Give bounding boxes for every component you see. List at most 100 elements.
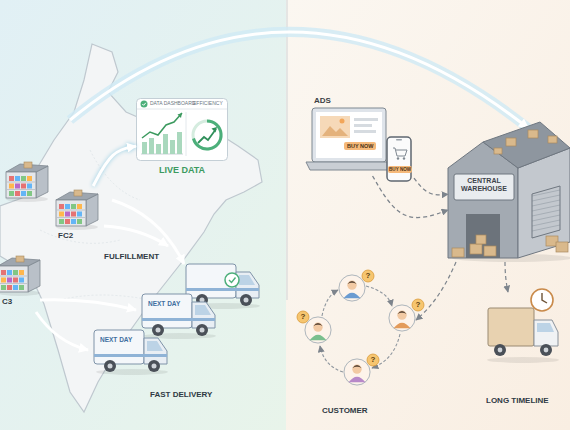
dashboard-card-graphic	[170, 140, 175, 154]
dashboard-card-graphic	[149, 138, 154, 154]
section-label: FAST DELIVERY	[150, 390, 212, 399]
delivery-truck	[498, 348, 503, 353]
node-text: ADS	[314, 96, 331, 105]
delivery-van	[229, 278, 236, 283]
dashboard-card-graphic	[212, 127, 218, 133]
fulfillment-center: FC2	[52, 186, 104, 244]
central-warehouse-graphic	[532, 200, 560, 206]
phone-ad-graphic	[387, 137, 411, 181]
node-text: EFFICIENCY	[193, 101, 223, 107]
dashboard-card-graphic	[141, 154, 183, 155]
question-mark: ?	[368, 355, 378, 364]
delivery-van-graphic	[92, 324, 170, 376]
dashboard-card-graphic	[163, 134, 168, 154]
dashboard-card-graphic	[141, 101, 148, 108]
central-warehouse-graphic	[556, 242, 568, 252]
delivery-truck	[534, 320, 558, 346]
node-text: BUY NOW	[388, 166, 412, 173]
divider-line	[287, 0, 288, 300]
central-warehouse-graphic	[532, 225, 560, 231]
node-text: FC2	[58, 231, 73, 240]
laptop-ad-graphic	[322, 126, 348, 136]
customer-person	[389, 305, 415, 331]
clock-icon	[542, 293, 547, 303]
central-warehouse-graphic	[548, 136, 557, 143]
delivery-van-graphic	[140, 288, 218, 340]
question-bubble	[297, 270, 424, 366]
node-text: CENTRAL WAREHOUSE	[456, 177, 512, 193]
node-text: NEXT DAY	[148, 300, 180, 307]
question-mark: ?	[413, 300, 423, 309]
customer-cycle-arrows	[322, 290, 338, 316]
phone-ad-graphic	[403, 157, 405, 159]
laptop-ad-graphic	[306, 162, 392, 170]
customer-person	[305, 275, 415, 385]
customer-person	[305, 317, 331, 343]
delivery-truck	[537, 323, 554, 332]
flow-connector	[93, 146, 136, 186]
delivery-truck	[487, 357, 559, 363]
clock-icon	[531, 289, 553, 311]
dashboard-card-graphic	[186, 112, 187, 156]
delivery-truck	[544, 348, 549, 353]
delivery-van	[225, 273, 239, 287]
central-warehouse-graphic	[466, 214, 500, 258]
laptop-ad-graphic	[306, 96, 392, 176]
central-warehouse-graphic	[532, 210, 560, 216]
left-panel-background	[0, 0, 286, 430]
question-bubble	[367, 354, 379, 366]
question-bubble	[412, 299, 424, 311]
phone-ad-graphic	[384, 136, 414, 182]
flow-connector	[414, 178, 448, 195]
laptop-ad-graphic	[312, 108, 386, 162]
flow-connector	[373, 176, 448, 218]
india-map	[0, 44, 262, 412]
fulfillment-center-icon	[6, 162, 48, 202]
central-warehouse-graphic	[454, 174, 514, 200]
question-bubble	[362, 270, 374, 282]
delivery-flow-arrows	[36, 312, 88, 350]
delivery-van-graphic	[142, 294, 216, 339]
central-warehouse-graphic	[528, 130, 538, 138]
central-warehouse-graphic	[476, 235, 486, 244]
central-warehouse-graphic	[532, 186, 560, 238]
central-warehouse-graphic	[532, 220, 560, 226]
central-warehouse: CENTRAL WAREHOUSE	[448, 118, 570, 260]
node-text: NEXT DAY	[100, 336, 132, 343]
question-mark: ?	[363, 271, 373, 280]
dashboard-card-graphic	[193, 121, 221, 149]
dashboard-card-graphic	[178, 113, 183, 118]
delivery-van-graphic	[94, 330, 168, 375]
central-warehouse-graphic	[506, 138, 516, 146]
dashboard-card-graphic	[137, 109, 227, 110]
customer-cycle-arrows	[366, 286, 392, 306]
central-warehouse-graphic	[532, 205, 560, 211]
fulfillment-center: C3	[0, 252, 50, 310]
customer-person	[339, 275, 365, 301]
central-warehouse-graphic	[470, 244, 482, 254]
node-text: C3	[2, 297, 12, 306]
india-map	[0, 44, 262, 412]
warehouse-flow-arrows	[505, 262, 508, 292]
node-text: BUY NOW	[344, 142, 376, 150]
central-warehouse-graphic	[484, 246, 496, 256]
central-warehouse-graphic	[452, 248, 464, 257]
central-warehouse-graphic	[532, 195, 560, 201]
delivery-truck	[540, 344, 552, 356]
customer-cycle-arrows	[320, 346, 343, 372]
delivery-truck	[494, 344, 506, 356]
delivery-van: NEXT DAY	[140, 288, 218, 340]
phone-ad-graphic	[396, 139, 402, 141]
section-label: FULFILLMENT	[104, 252, 159, 261]
dashboard-card-graphic	[177, 132, 182, 154]
section-label: CUSTOMER	[322, 406, 368, 415]
phone-ad: BUY NOW	[384, 136, 414, 182]
laptop-ad-graphic	[354, 118, 378, 121]
delivery-truck	[487, 308, 559, 363]
node-text: LIVE DATA	[136, 165, 228, 175]
node-text: DATA DASHBOARD	[150, 101, 195, 107]
central-warehouse-graphic	[494, 148, 502, 154]
